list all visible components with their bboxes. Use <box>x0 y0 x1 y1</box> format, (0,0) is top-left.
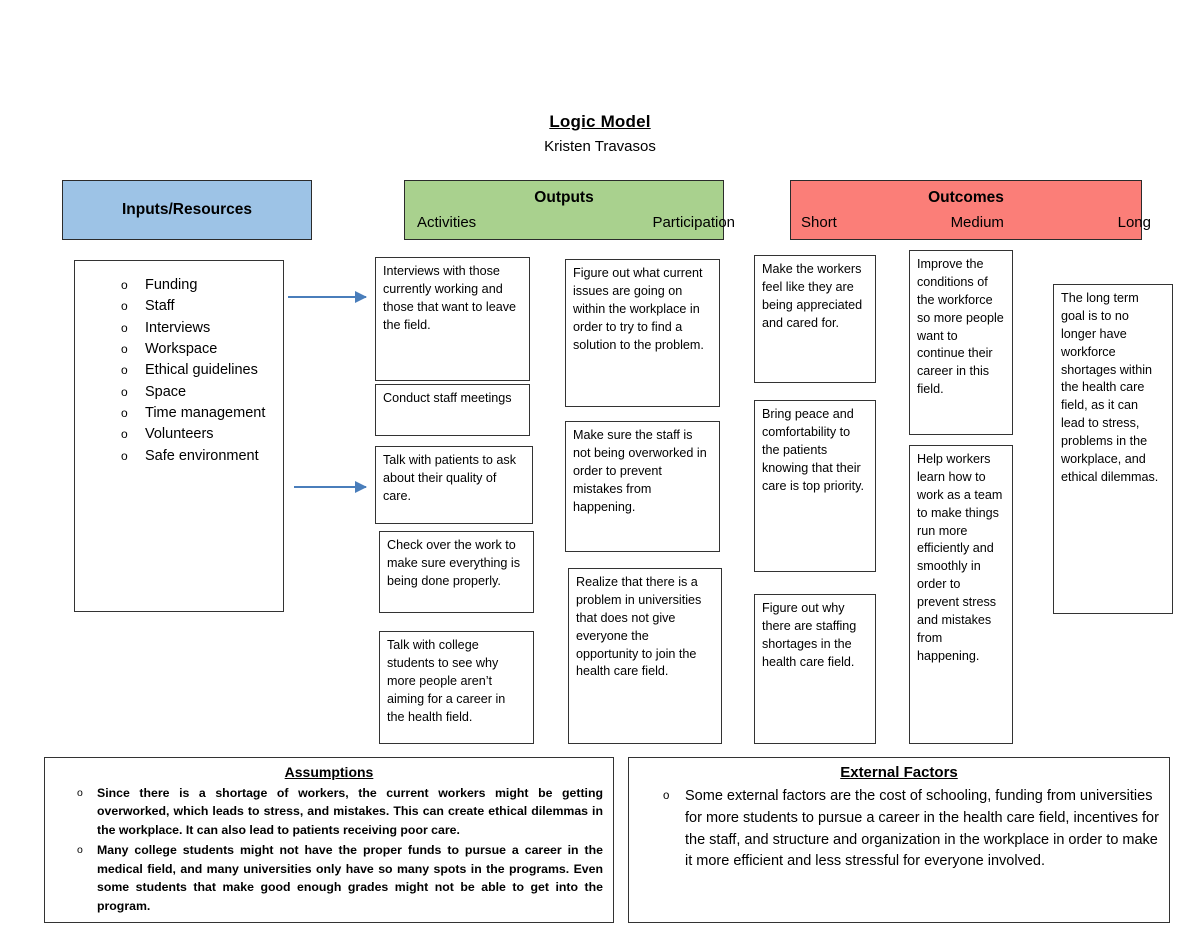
header-outcomes: Outcomes Short Medium Long <box>790 180 1151 240</box>
list-item: Time management <box>81 403 277 425</box>
header-outputs-activities: Activities <box>417 213 477 231</box>
header-outputs-participation: Participation <box>652 213 735 231</box>
header-outcomes-short: Short <box>801 213 837 231</box>
list-item: Funding <box>81 275 277 297</box>
participation-box: Realize that there is a problem in unive… <box>568 568 722 744</box>
page-title: Logic Model <box>549 112 651 131</box>
page-author: Kristen Travasos <box>544 138 656 155</box>
list-item: Many college students might not have the… <box>55 841 603 915</box>
list-item: Since there is a shortage of workers, th… <box>55 784 603 839</box>
header-outcomes-long: Long <box>1117 213 1151 231</box>
assumptions-panel: Assumptions Since there is a shortage of… <box>44 757 614 923</box>
header-outcomes-medium: Medium <box>950 213 1004 231</box>
activity-box: Talk with college students to see why mo… <box>379 631 534 744</box>
list-item: Interviews <box>81 318 277 340</box>
activity-box: Check over the work to make sure everyth… <box>379 531 534 613</box>
list-item: Ethical guidelines <box>81 360 277 382</box>
external-factors-list: Some external factors are the cost of sc… <box>639 786 1159 873</box>
header-outputs: Outputs Activities Participation <box>404 180 735 240</box>
arrow-inputs-to-activities-bottom <box>294 481 367 493</box>
list-item: Volunteers <box>81 424 277 446</box>
outcome-short-box: Make the workers feel like they are bein… <box>754 255 876 383</box>
inputs-resources-box: Funding Staff Interviews Workspace Ethic… <box>74 260 284 612</box>
header-inputs-resources: Inputs/Resources <box>62 180 312 240</box>
outcome-medium-box: Improve the conditions of the workforce … <box>909 250 1013 435</box>
list-item: Safe environment <box>81 446 277 468</box>
assumptions-heading: Assumptions <box>284 764 374 780</box>
list-item: Some external factors are the cost of sc… <box>639 786 1159 873</box>
activity-box: Conduct staff meetings <box>375 384 530 436</box>
participation-box: Figure out what current issues are going… <box>565 259 720 407</box>
header-inputs-label: Inputs/Resources <box>121 201 253 219</box>
assumptions-list: Since there is a shortage of workers, th… <box>55 784 603 915</box>
external-factors-heading: External Factors <box>840 764 958 781</box>
list-item: Staff <box>81 296 277 318</box>
activity-box: Interviews with those currently working … <box>375 257 530 381</box>
outcome-short-box: Bring peace and comfortability to the pa… <box>754 400 876 572</box>
list-item: Workspace <box>81 339 277 361</box>
activity-box: Talk with patients to ask about their qu… <box>375 446 533 524</box>
outcome-medium-box: Help workers learn how to work as a team… <box>909 445 1013 744</box>
outcome-long-box: The long term goal is to no longer have … <box>1053 284 1173 614</box>
external-factors-panel: External Factors Some external factors a… <box>628 757 1170 923</box>
header-outputs-label: Outputs <box>534 189 594 206</box>
participation-box: Make sure the staff is not being overwor… <box>565 421 720 552</box>
inputs-list: Funding Staff Interviews Workspace Ethic… <box>81 275 277 467</box>
list-item: Space <box>81 382 277 404</box>
header-outcomes-label: Outcomes <box>928 189 1004 206</box>
outcome-short-box: Figure out why there are staffing shorta… <box>754 594 876 744</box>
arrow-inputs-to-activities-top <box>288 291 367 303</box>
